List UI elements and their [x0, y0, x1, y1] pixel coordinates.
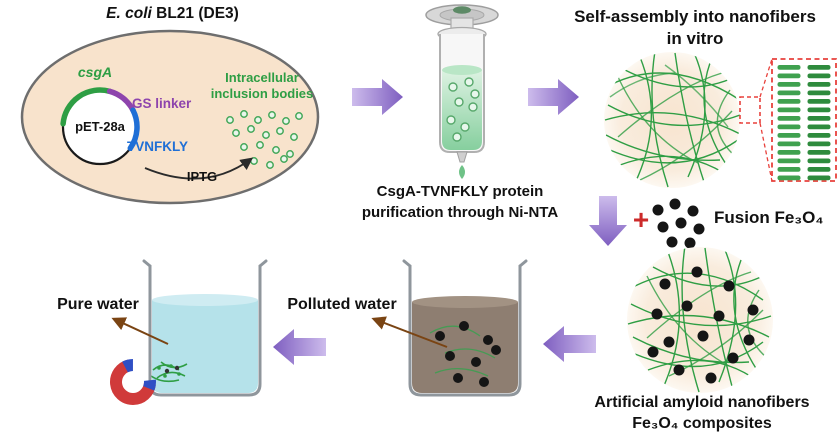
- tvnfkly-arc: [127, 107, 140, 151]
- column-protein-beads: [446, 77, 480, 142]
- composites-label: Artificial amyloid nanofibers Fe₃O₄ comp…: [582, 392, 822, 434]
- pure-water-leader-arrow: [111, 317, 169, 345]
- polluted-liquid: [412, 302, 518, 393]
- polluted-beaker-glass: [408, 264, 522, 397]
- inclusion-bodies-dots: [226, 110, 303, 169]
- inclusion-label-line2: inclusion bodies: [210, 86, 314, 101]
- nanofiber-strands: [604, 52, 740, 188]
- ecoli-cell-graphic: [20, 29, 320, 205]
- tvnfkly-label: TVNFKLY: [127, 139, 189, 154]
- assembly-title-line1: Self-assembly into nanofibers: [574, 7, 816, 26]
- magnet-body: [110, 359, 156, 405]
- zoom-source-box: [739, 96, 761, 124]
- magnet-pole-2: [143, 379, 156, 391]
- fusion-fe3o4-label: Fusion Fe₃O₄: [714, 208, 824, 227]
- magnet: [110, 359, 156, 405]
- inclusion-bodies-label: Intracellular inclusion bodies: [202, 70, 322, 102]
- polluted-beaker-graphic: [402, 259, 528, 397]
- composites-label-line1: Artificial amyloid nanofibers: [594, 394, 810, 411]
- purification-caption-line2: purification through Ni-NTA: [361, 204, 559, 221]
- eluate-drop: [459, 165, 465, 179]
- csga-gene-label: csgA: [77, 64, 113, 80]
- zoom-connector-bottom: [759, 122, 773, 182]
- iptg-label: IPTG: [186, 169, 218, 184]
- ni-nta-column-graphic: [425, 4, 499, 179]
- arrow-polluted-to-pure: [273, 329, 326, 365]
- captured-fiber-cluster: [150, 361, 188, 383]
- cell-title-species: E. coli: [106, 5, 152, 22]
- polluted-water-leader-arrow: [371, 316, 448, 348]
- composite-graphic: [627, 247, 773, 393]
- plasmid-label: pET-28a: [75, 119, 125, 134]
- purification-caption-line1: CsgA-TVNFKLY protein: [376, 183, 544, 200]
- purification-caption: CsgA-TVNFKLY protein purification throug…: [340, 181, 580, 223]
- amyloid-stacks: [777, 63, 831, 182]
- inclusion-label-line1: Intracellular: [225, 70, 299, 85]
- nanofiber-mat-graphic: [604, 52, 837, 188]
- composite-particles: [647, 266, 759, 384]
- fe3o4-particles-graphic: [652, 198, 705, 249]
- magnet-pole-1: [122, 359, 134, 373]
- arrow-fibers-to-composite: [589, 196, 627, 246]
- cell-title: E. coli BL21 (DE3): [50, 4, 295, 23]
- arrow-column-to-fibers: [528, 79, 579, 115]
- column-nozzle: [456, 151, 468, 163]
- arrow-cell-to-column: [352, 79, 403, 115]
- pure-water-label: Pure water: [57, 296, 139, 313]
- cell-title-strain: BL21 (DE3): [151, 5, 239, 22]
- polluted-contents: [429, 321, 501, 387]
- composites-label-line2: Fe₃O₄ composites: [632, 415, 772, 432]
- iptg-induction-arrow: [144, 157, 254, 180]
- arrow-composite-to-polluted: [543, 326, 596, 362]
- assembly-title: Self-assembly into nanofibers in vitro: [552, 6, 838, 50]
- pure-beaker-graphic: [110, 259, 268, 405]
- assembly-title-line2: in vitro: [666, 29, 724, 48]
- csga-gene-arc: [60, 87, 113, 127]
- column-cap-nub: [453, 6, 471, 14]
- polluted-water-label: Polluted water: [287, 296, 397, 313]
- gs-linker-label: GS linker: [132, 96, 192, 111]
- plus-sign: +: [632, 204, 650, 235]
